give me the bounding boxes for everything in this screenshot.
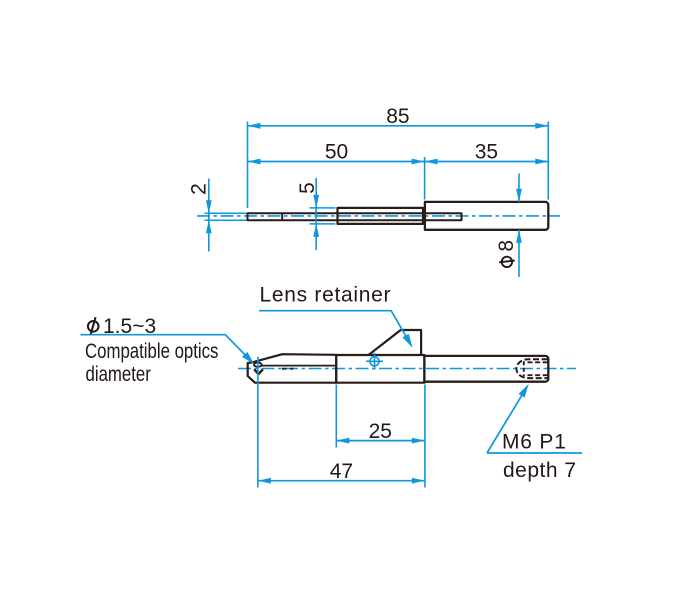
svg-text:8: 8 <box>495 240 518 252</box>
svg-text:47: 47 <box>330 460 353 483</box>
svg-text:Lens retainer: Lens retainer <box>260 283 392 306</box>
svg-text:50: 50 <box>325 141 348 164</box>
svg-text:5: 5 <box>296 182 319 194</box>
svg-text:2: 2 <box>188 183 211 195</box>
svg-text:Compatible optics: Compatible optics <box>85 340 218 363</box>
svg-text:85: 85 <box>386 105 409 128</box>
svg-text:diameter: diameter <box>86 363 152 386</box>
svg-text:1.5~3: 1.5~3 <box>103 315 156 338</box>
svg-text:M6 P1: M6 P1 <box>502 431 567 454</box>
svg-text:depth 7: depth 7 <box>503 459 577 482</box>
svg-text:25: 25 <box>369 420 392 443</box>
svg-text:35: 35 <box>475 141 498 164</box>
